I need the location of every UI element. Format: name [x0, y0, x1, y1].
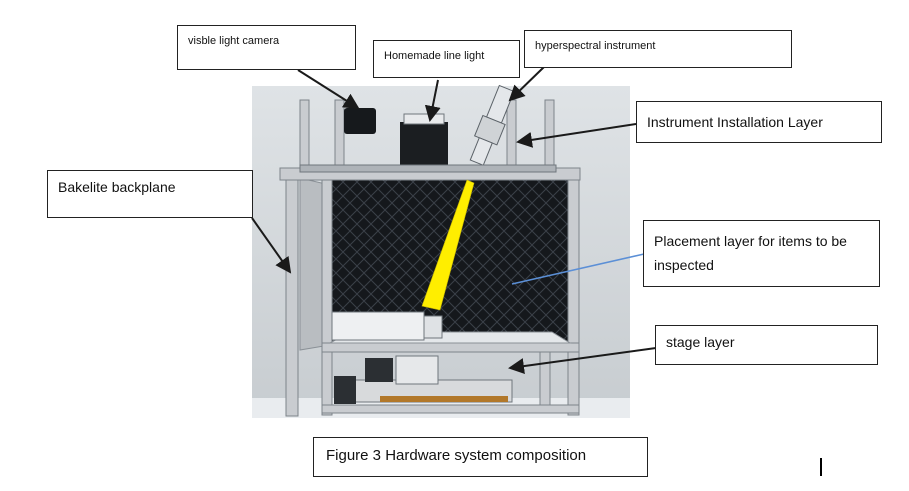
arrow-stage-layer — [508, 347, 657, 375]
rail-strip — [380, 396, 508, 402]
arrow-backplane — [251, 217, 292, 274]
arrow-line-light — [424, 79, 441, 122]
line-light-cap — [403, 113, 445, 125]
arrow-install-layer — [516, 123, 637, 148]
arrow-hyperspectral — [508, 65, 546, 102]
stage-riser — [395, 355, 439, 385]
label-stage-layer: stage layer — [655, 325, 878, 365]
label-bakelite-backplane: Bakelite backplane — [47, 170, 253, 218]
visible-light-camera — [344, 108, 376, 134]
figure-caption: Figure 3 Hardware system composition — [313, 437, 648, 477]
stepper-motor — [334, 376, 356, 404]
sample-tray — [331, 311, 425, 341]
line-light-housing — [400, 122, 448, 168]
top-rail — [299, 164, 557, 173]
arrow-camera — [297, 69, 360, 110]
label-visible-light-camera: visble light camera — [177, 25, 356, 70]
arrow-placement-layer — [511, 253, 645, 285]
label-instrument-installation-layer: Instrument Installation Layer — [636, 101, 882, 143]
light-beam — [421, 179, 475, 311]
label-hyperspectral-instrument: hyperspectral instrument — [524, 30, 792, 68]
label-line-light: Homemade line light — [373, 40, 520, 78]
text-cursor — [820, 458, 822, 476]
hyperspectral-instrument — [469, 84, 515, 166]
stage-block — [365, 358, 393, 382]
label-placement-layer: Placement layer for items to be inspecte… — [643, 220, 880, 287]
pointer-arrows — [251, 65, 657, 375]
sample-holder — [423, 315, 443, 339]
